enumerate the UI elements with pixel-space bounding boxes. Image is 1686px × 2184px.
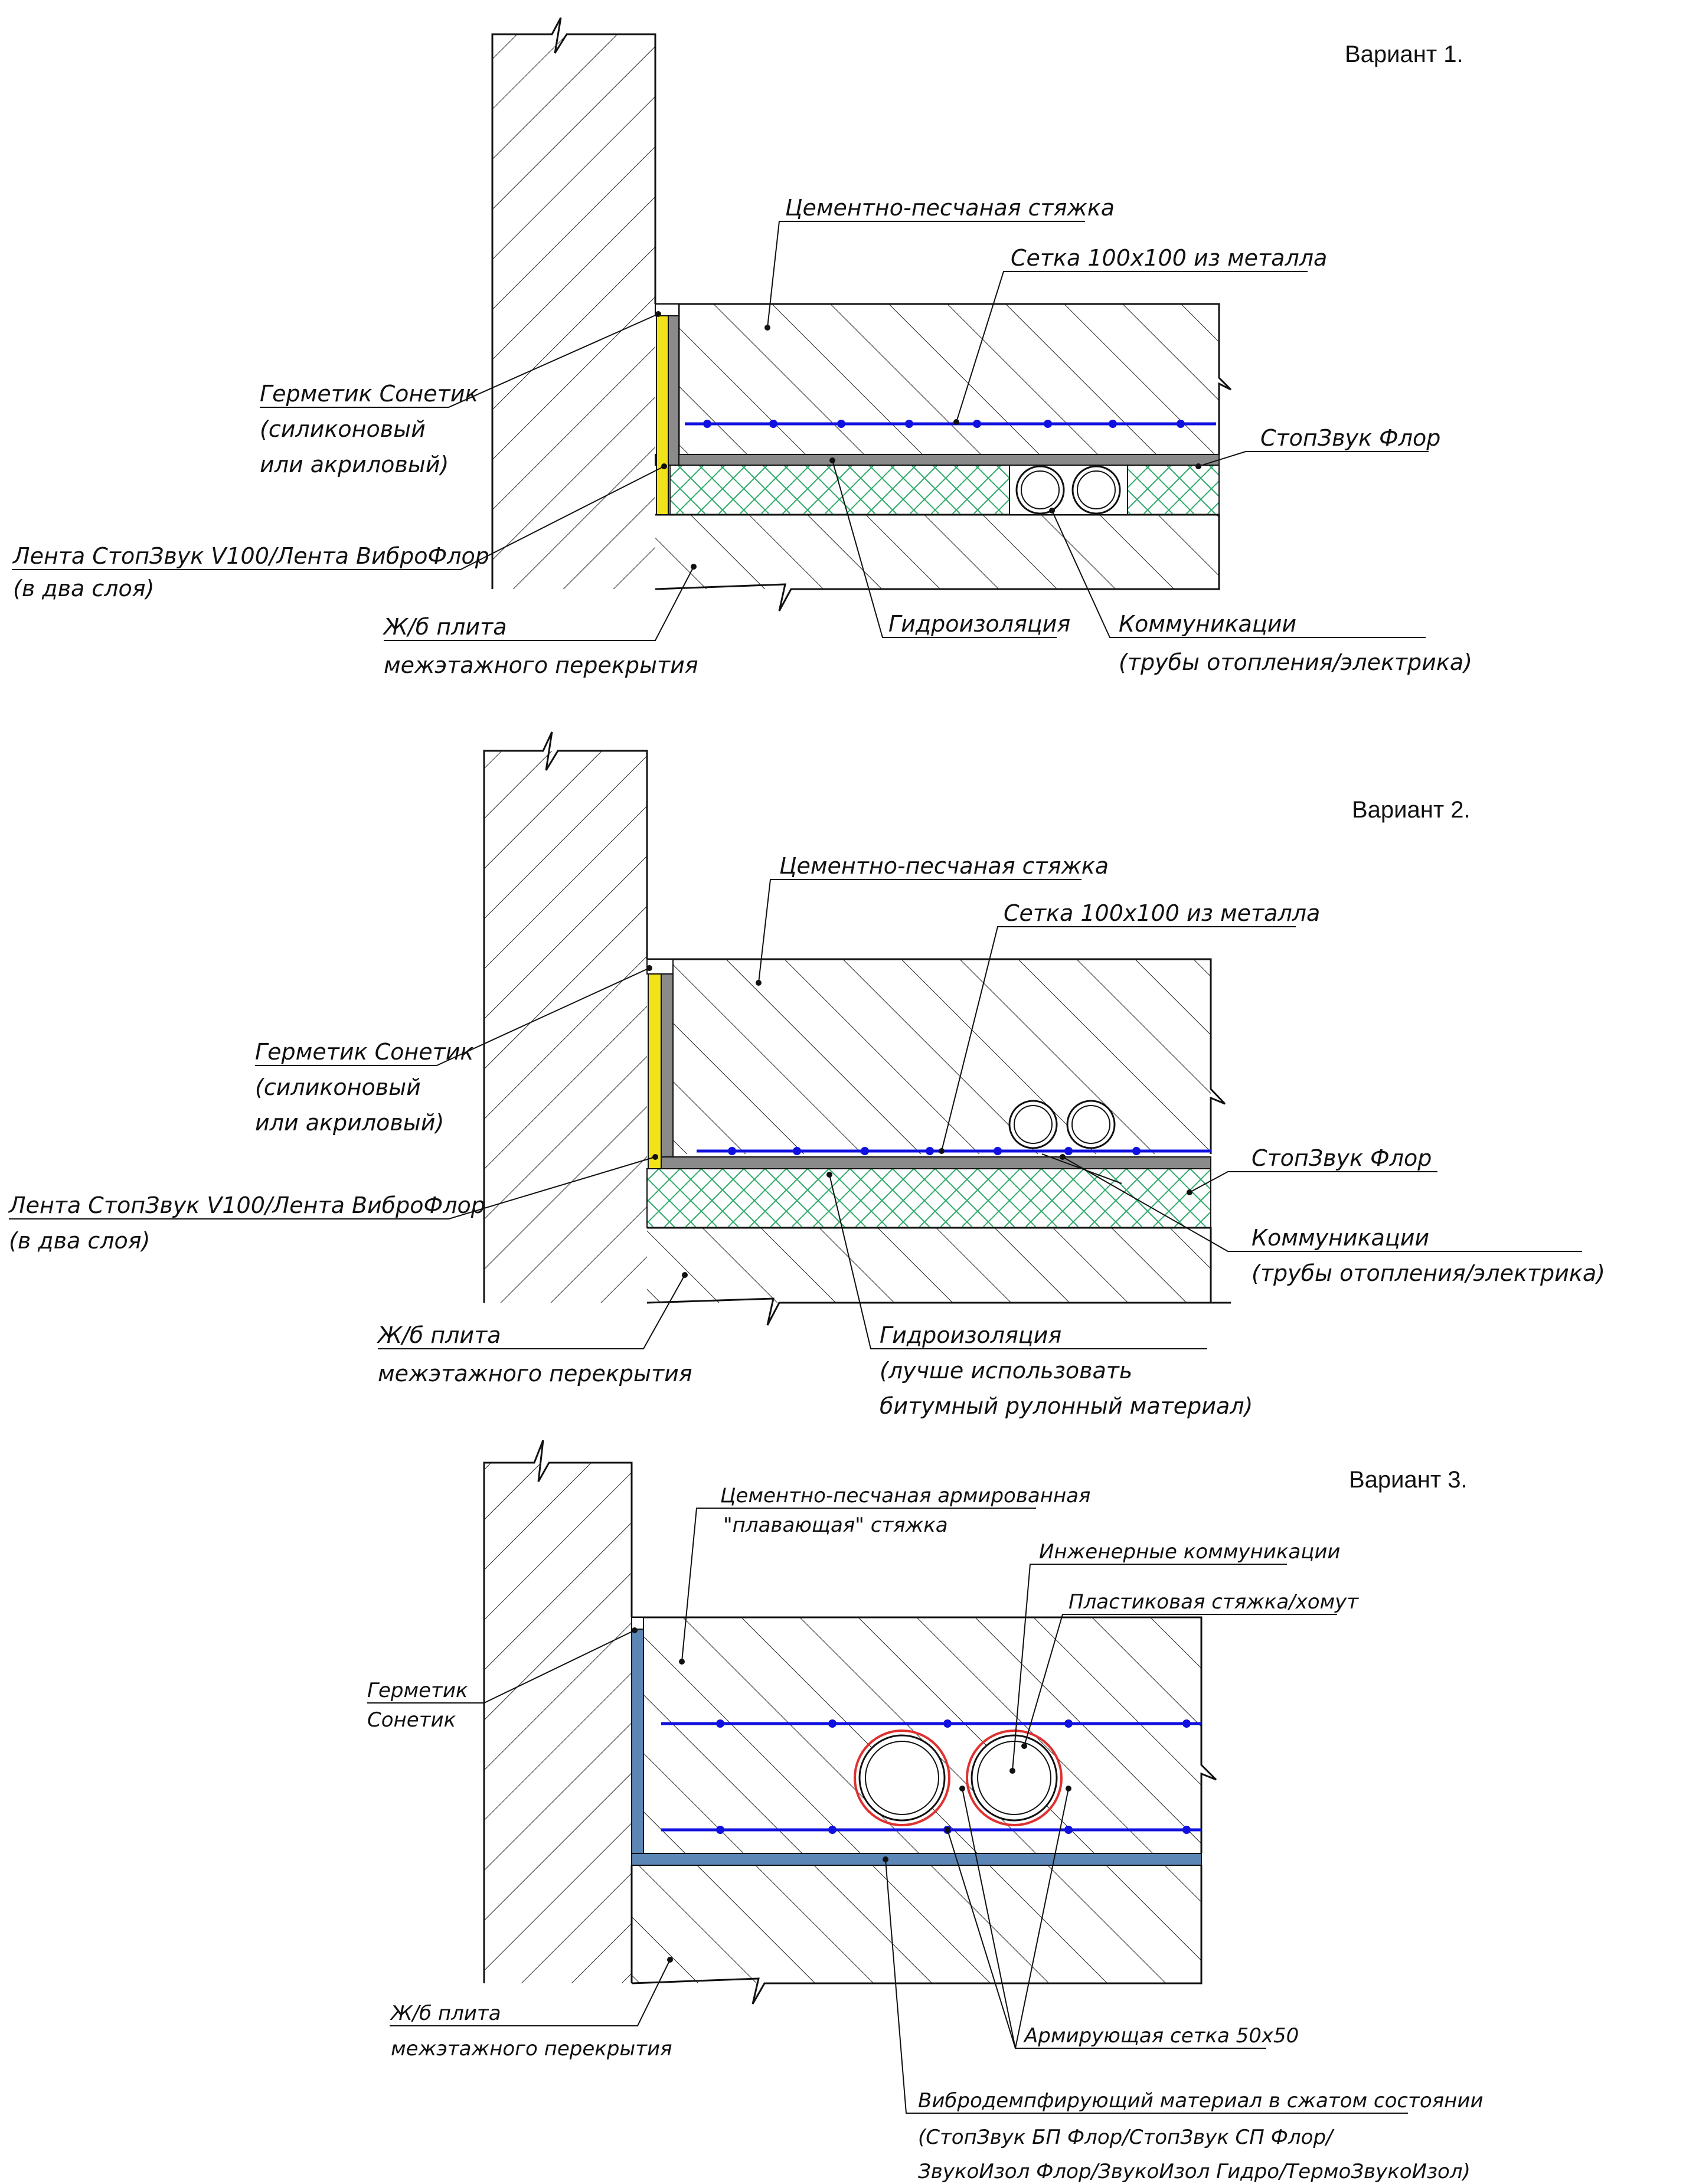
label-floor: СтопЗвук Флор (1252, 1145, 1432, 1171)
wall (483, 1440, 633, 1983)
label-floor: СтопЗвук Флор (1260, 425, 1440, 451)
label-mesh: Сетка 100х100 из металла (1011, 245, 1327, 271)
label-sealant-2: Сонетик (367, 1708, 456, 1732)
label-tape: Лента СтопЗвук V100/Лента ВиброФлор (8, 1192, 485, 1218)
label-screed-2: "плавающая" стяжка (723, 1513, 948, 1537)
label-sealant-2: (силиконовый (255, 1074, 421, 1100)
label-tape-2: (в два слоя) (13, 576, 154, 601)
insulation-layer (669, 465, 1220, 515)
label-sealant-3: или акриловый) (260, 452, 449, 478)
wall (491, 17, 656, 589)
slab (646, 1227, 1231, 1326)
label-screed: Цементно-песчаная стяжка (779, 853, 1109, 879)
sealant (655, 303, 679, 316)
pipe (971, 1734, 1058, 1822)
screed (647, 958, 1226, 1154)
pipe (1066, 1100, 1116, 1149)
slab (655, 514, 1220, 612)
label-comms-2: (трубы отопления/электрика) (1119, 649, 1472, 675)
waterproofing-edge (661, 973, 674, 1166)
label-slab: Ж/б плита (383, 614, 507, 640)
damper-tape (656, 315, 669, 515)
damper-layer (631, 1853, 1202, 1866)
pipe (1071, 465, 1121, 515)
variant-1-title: Вариант 1. (1345, 41, 1463, 67)
label-clamp: Пластиковая стяжка/хомут (1069, 1590, 1359, 1614)
damper-tape (648, 973, 662, 1169)
label-eng: Инженерные коммуникации (1039, 1540, 1341, 1564)
label-slab-2: межэтажного перекрытия (384, 652, 698, 678)
label-rebar: Армирующая сетка 50х50 (1023, 2024, 1299, 2048)
label-comms: Коммуникации (1252, 1225, 1429, 1251)
waterproofing-layer (661, 1156, 1211, 1169)
label-screed: Цементно-песчаная армированная (720, 1484, 1090, 1508)
label-tape: Лента СтопЗвук V100/Лента ВиброФлор (12, 543, 489, 569)
sealant (631, 1617, 644, 1630)
label-slab-2: межэтажного перекрытия (378, 1361, 692, 1387)
insulation-layer (646, 1168, 1211, 1228)
waterproofing-edge (668, 315, 679, 466)
pipe (1015, 465, 1065, 515)
label-sealant: Герметик Сонетик (260, 381, 478, 407)
label-waterproof-3: битумный рулонный материал) (880, 1393, 1253, 1419)
label-sealant-2: (силиконовый (260, 416, 426, 442)
label-slab: Ж/б плита (390, 2002, 501, 2025)
label-tape-2: (в два слоя) (9, 1228, 150, 1254)
label-waterproof: Гидроизоляция (880, 1322, 1061, 1348)
label-damper: Вибродемпфирующий материал в сжатом сост… (918, 2089, 1484, 2113)
label-slab-2: межэтажного перекрытия (391, 2037, 672, 2061)
label-damper-3: ЗвукоИзол Флор/ЗвукоИзол Гидро/ТермоЗвук… (918, 2160, 1471, 2183)
label-waterproof-2: (лучше использовать (880, 1358, 1132, 1384)
slab (630, 1865, 1203, 2005)
variant-3: Вариант 3. (367, 1440, 1484, 2183)
waterproofing-layer (655, 454, 1220, 466)
variant-1: Вариант 1. (12, 17, 1472, 678)
label-comms-2: (трубы отопления/электрика) (1252, 1260, 1605, 1286)
label-comms: Коммуникации (1119, 611, 1296, 637)
pipe (1008, 1100, 1058, 1149)
variant-2-title: Вариант 2. (1352, 797, 1471, 823)
clamp (966, 1729, 1063, 1826)
label-sealant-3: или акриловый) (255, 1110, 444, 1136)
label-screed: Цементно-песчаная стяжка (785, 195, 1115, 221)
wall (483, 731, 648, 1303)
label-waterproof: Гидроизоляция (888, 611, 1070, 637)
pipe (858, 1734, 946, 1822)
label-slab: Ж/б плита (377, 1322, 501, 1348)
label-damper-2: (СтопЗвук БП Флор/СтопЗвук СП Флор/ (918, 2126, 1335, 2149)
label-mesh: Сетка 100х100 из металла (1004, 900, 1320, 926)
label-sealant: Герметик Сонетик (255, 1039, 473, 1065)
clamp (854, 1729, 950, 1826)
damper-edge (631, 1629, 644, 1866)
screed (655, 303, 1232, 455)
variant-3-title: Вариант 3. (1349, 1467, 1468, 1493)
label-sealant: Герметик (367, 1679, 468, 1702)
variant-2: Вариант 2. Цементно-песчаная ст (8, 731, 1605, 1419)
